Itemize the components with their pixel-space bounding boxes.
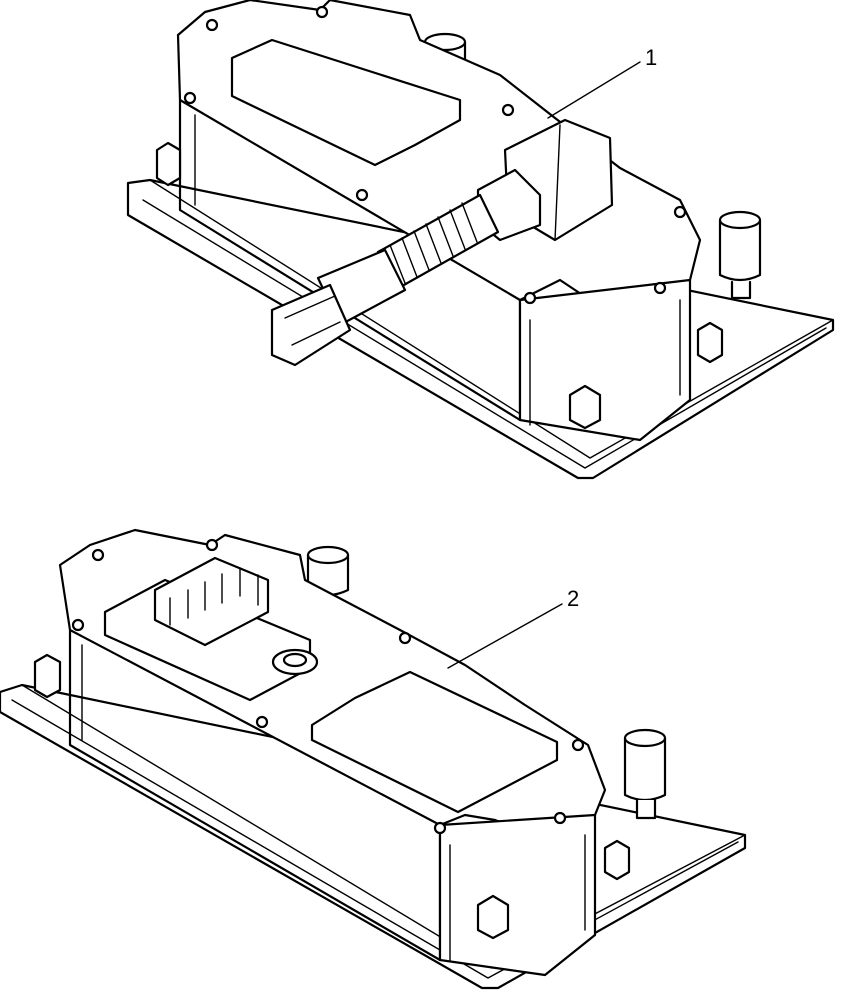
- vent-plug-2: [271, 648, 319, 676]
- screws-1: [183, 5, 687, 305]
- label-window-2: [310, 670, 559, 814]
- hex-bolts-1: [155, 141, 724, 430]
- mounting-post-right-1: [718, 210, 762, 300]
- callout-2: 2: [567, 586, 579, 611]
- label-window-1: [230, 38, 462, 167]
- header-connector-2: [103, 556, 312, 702]
- leader-line-1: [547, 61, 641, 119]
- assembly-2: 2: [0, 528, 747, 990]
- connector-1: [270, 118, 614, 367]
- assembly-1: 1: [126, 0, 835, 480]
- screws-2: [71, 538, 585, 835]
- leader-line-2: [447, 603, 563, 669]
- callout-1: 1: [645, 45, 657, 70]
- mounting-post-right-2: [623, 728, 667, 820]
- hex-bolts-2: [33, 653, 631, 940]
